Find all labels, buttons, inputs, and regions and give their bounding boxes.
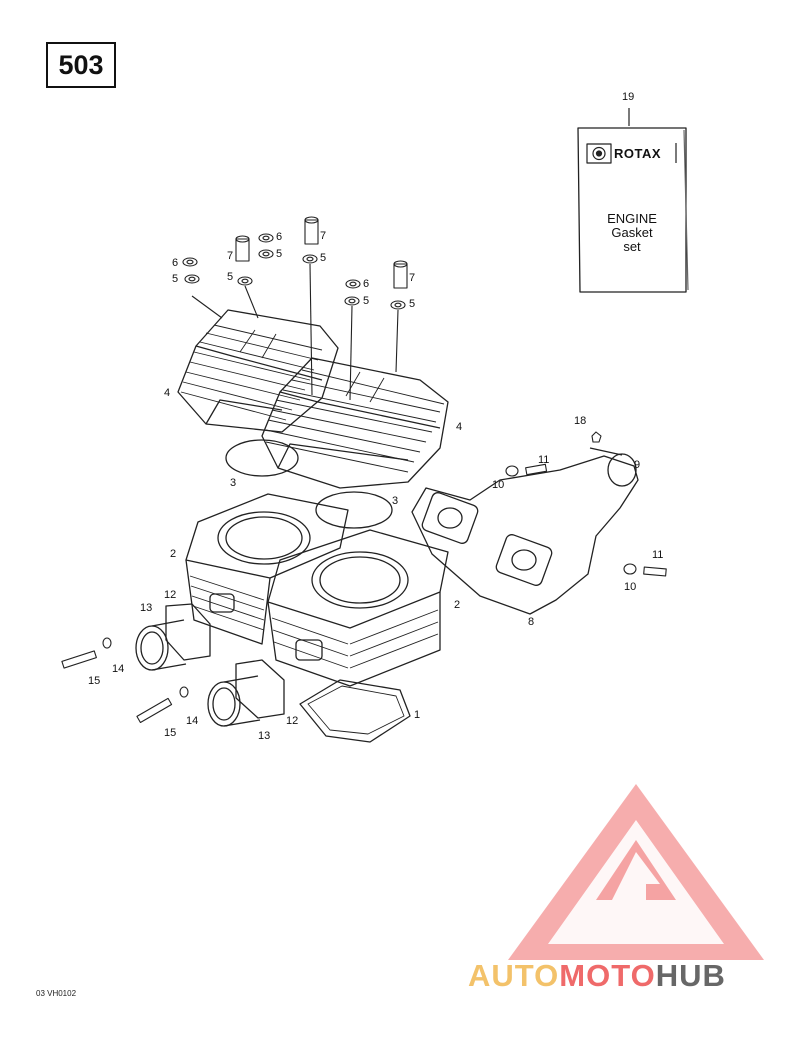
callout-12: 12 bbox=[164, 589, 177, 601]
callout-4: 4 bbox=[456, 421, 463, 433]
cylinder-right bbox=[209, 529, 449, 687]
callout-13: 13 bbox=[140, 602, 153, 614]
callout-15: 15 bbox=[88, 675, 101, 687]
callout-4: 4 bbox=[164, 387, 171, 399]
page-number-box: 503 bbox=[46, 42, 116, 88]
callout-7: 7 bbox=[409, 272, 416, 284]
callout-5: 5 bbox=[227, 271, 234, 283]
callout-5: 5 bbox=[172, 273, 179, 285]
cylinder-left bbox=[185, 493, 349, 645]
callout-6: 6 bbox=[363, 278, 370, 290]
callout-5: 5 bbox=[320, 252, 327, 264]
gasket-set-card bbox=[577, 108, 689, 293]
callout-19: 19 bbox=[622, 91, 635, 103]
callout-13: 13 bbox=[258, 730, 271, 742]
watermark-text: AUTOMOTOHUB bbox=[468, 958, 726, 993]
o-ring-right bbox=[315, 491, 393, 529]
gasket-set-label: ENGINE Gasket set bbox=[607, 211, 657, 254]
callout-1: 1 bbox=[414, 709, 421, 721]
callout-15: 15 bbox=[164, 727, 177, 739]
cylinder-head-right bbox=[261, 357, 449, 489]
callout-7: 7 bbox=[320, 230, 327, 242]
callout-10: 10 bbox=[624, 581, 637, 593]
callout-6: 6 bbox=[276, 231, 283, 243]
intake-screws bbox=[61, 637, 189, 724]
gasket-brand: ROTAX bbox=[614, 146, 662, 161]
callout-18: 18 bbox=[574, 415, 587, 427]
callout-5: 5 bbox=[276, 248, 283, 260]
callout-11: 11 bbox=[538, 454, 550, 466]
manifold-bolts bbox=[505, 431, 667, 577]
callout-12: 12 bbox=[286, 715, 299, 727]
callout-11: 11 bbox=[652, 549, 664, 561]
head-hardware bbox=[182, 216, 408, 401]
callout-7: 7 bbox=[227, 250, 234, 262]
intake-left bbox=[135, 603, 211, 671]
callout-2: 2 bbox=[454, 599, 461, 611]
callout-9: 9 bbox=[634, 459, 641, 471]
cylinder-head-left bbox=[177, 309, 339, 433]
callout-10: 10 bbox=[492, 479, 505, 491]
callout-3: 3 bbox=[392, 495, 399, 507]
callout-14: 14 bbox=[112, 663, 125, 675]
callout-5: 5 bbox=[409, 298, 416, 310]
watermark-logo bbox=[508, 784, 764, 960]
o-ring-left bbox=[225, 439, 299, 477]
callout-8: 8 bbox=[528, 616, 535, 628]
drawing-reference-code: 03 VH0102 bbox=[36, 989, 77, 998]
base-gasket bbox=[299, 679, 411, 743]
exhaust-socket bbox=[607, 453, 637, 487]
callout-14: 14 bbox=[186, 715, 199, 727]
callout-6: 6 bbox=[172, 257, 179, 269]
intake-right bbox=[207, 659, 285, 727]
callout-2: 2 bbox=[170, 548, 177, 560]
exhaust-manifold bbox=[411, 447, 639, 615]
rotax-logo-icon bbox=[586, 143, 612, 164]
callout-5: 5 bbox=[363, 295, 370, 307]
callout-3: 3 bbox=[230, 477, 237, 489]
